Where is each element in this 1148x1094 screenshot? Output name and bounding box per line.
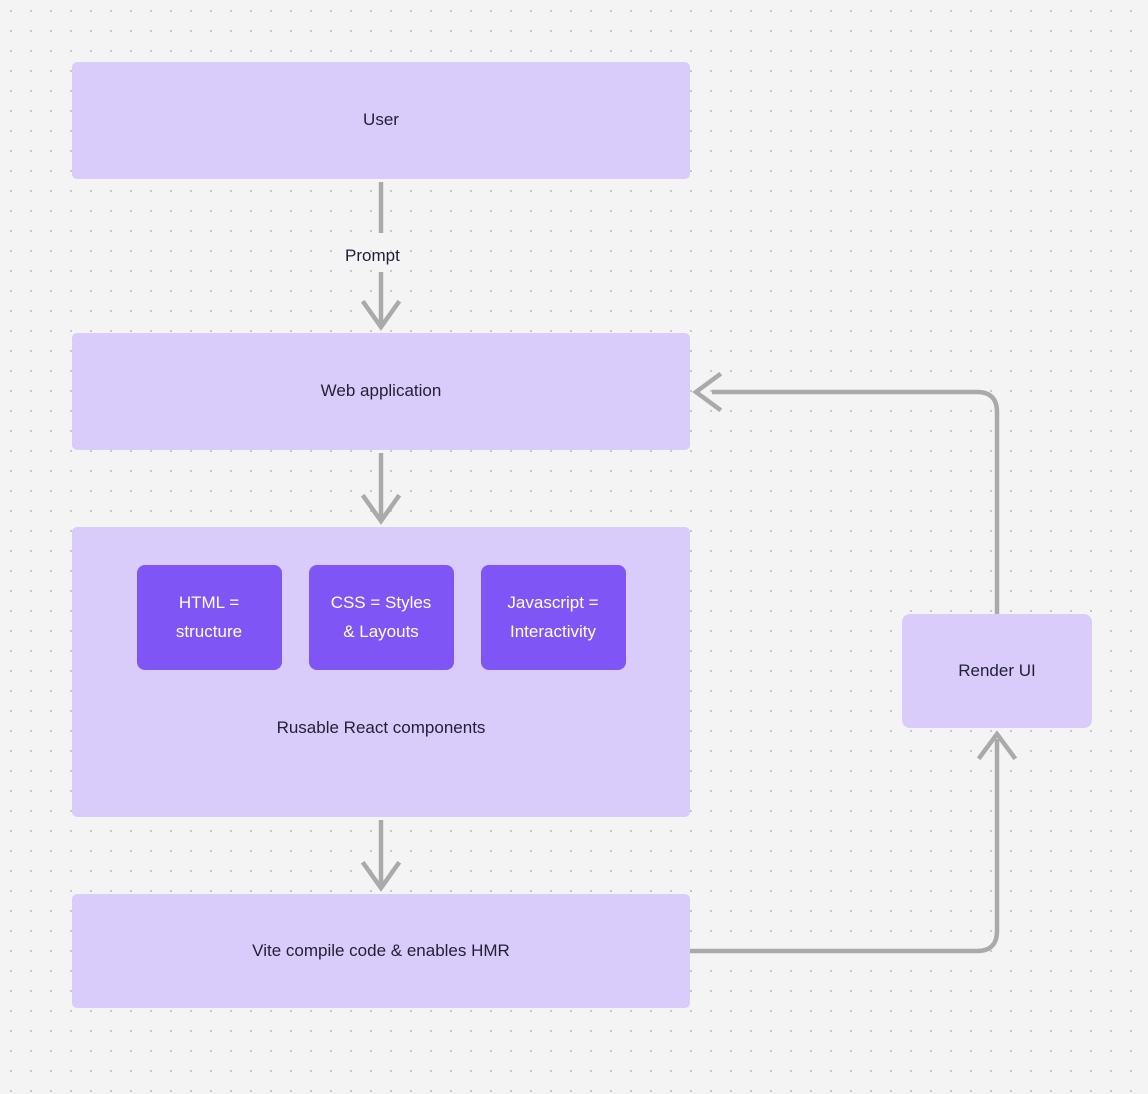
node-user-label: User [363,110,399,130]
arrowhead-web-application [360,299,402,331]
chip-html[interactable]: HTML = structure [136,565,282,670]
chip-javascript[interactable]: Javascript = Interactivity [480,565,626,670]
chip-javascript-line1: Javascript = [507,592,599,612]
components-chip-row: HTML = structure CSS = Styles & Layouts … [72,565,690,670]
node-web-application[interactable]: Web application [72,333,690,450]
chip-javascript-line2: Interactivity [510,621,596,641]
node-render-ui-label: Render UI [958,660,1036,680]
node-user[interactable]: User [72,62,690,179]
node-vite[interactable]: Vite compile code & enables HMR [72,894,690,1008]
chip-html-line1: HTML = [178,592,240,612]
chip-css-line1: CSS = Styles [330,592,432,612]
chip-html-line2: structure [175,621,243,641]
node-render-ui[interactable]: Render UI [902,614,1092,728]
node-web-application-label: Web application [320,381,442,401]
arrowhead-web-application-return [692,371,723,413]
arrowhead-vite [360,860,402,892]
node-components-group[interactable]: HTML = structure CSS = Styles & Layouts … [72,527,690,817]
edge-vite-to-render-ui [690,739,1000,954]
arrowhead-render-ui [976,730,1018,761]
arrowhead-components-group [360,493,402,525]
edge-render-ui-to-web [712,389,1000,614]
edge-label-prompt: Prompt [345,246,400,265]
chip-css[interactable]: CSS = Styles & Layouts [308,565,454,670]
components-group-caption: Rusable React components [276,718,486,737]
chip-css-line2: & Layouts [343,621,419,641]
node-vite-label: Vite compile code & enables HMR [252,940,510,960]
